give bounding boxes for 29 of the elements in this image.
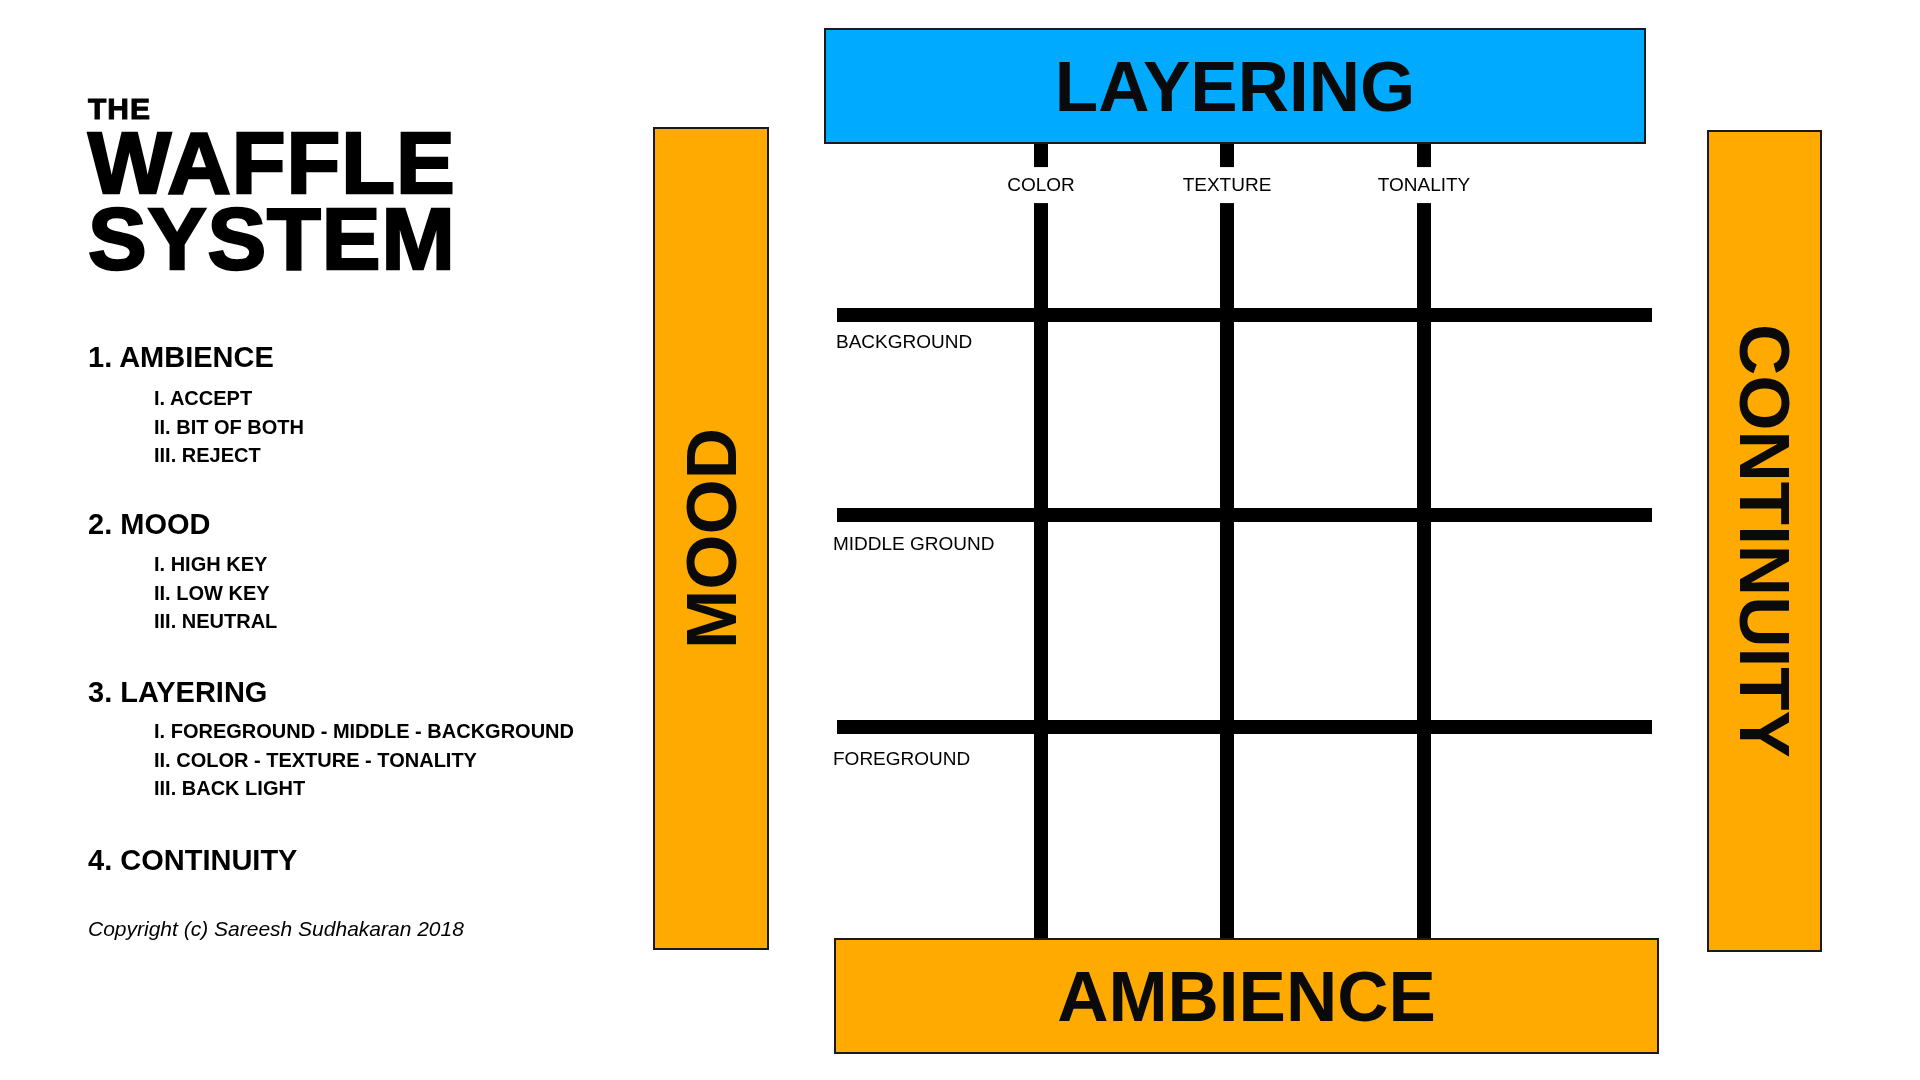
row-label: FOREGROUND: [833, 748, 971, 770]
list-item: II. LOW KEY: [154, 582, 270, 605]
category-label: CONTINUITY: [1729, 324, 1800, 758]
category-label: LAYERING: [1054, 50, 1416, 122]
row-label: BACKGROUND: [836, 331, 973, 353]
section-heading: 2. MOOD: [88, 508, 211, 542]
row-label: MIDDLE GROUND: [833, 533, 995, 555]
category-box: [653, 127, 769, 950]
list-item: II. BIT OF BOTH: [154, 416, 304, 439]
section-heading: 3. LAYERING: [88, 676, 268, 710]
category-box: [824, 28, 1646, 144]
list-item: II. COLOR - TEXTURE - TONALITY: [154, 749, 477, 772]
section-heading: 1. AMBIENCE: [88, 341, 274, 375]
category-box: [1707, 130, 1822, 952]
list-item: III. REJECT: [154, 444, 261, 467]
section-heading: 4. CONTINUITY: [88, 844, 298, 878]
list-item: III. NEUTRAL: [154, 610, 278, 633]
category-label: MOOD: [675, 428, 747, 649]
grid-line: [1417, 144, 1431, 938]
grid-line: [1034, 144, 1048, 938]
grid-line: [1220, 144, 1234, 938]
list-item: III. BACK LIGHT: [154, 777, 306, 800]
title: THE WAFFLE SYSTEM: [88, 91, 456, 277]
list-item: I. ACCEPT: [154, 387, 253, 410]
category-box: [834, 938, 1659, 1054]
copyright-caption: Copyright (c) Sareesh Sudhakaran 2018: [88, 917, 464, 942]
list-item: I. FOREGROUND - MIDDLE - BACKGROUND: [154, 720, 574, 743]
category-label: AMBIENCE: [1057, 960, 1436, 1032]
list-item: I. HIGH KEY: [154, 553, 268, 576]
